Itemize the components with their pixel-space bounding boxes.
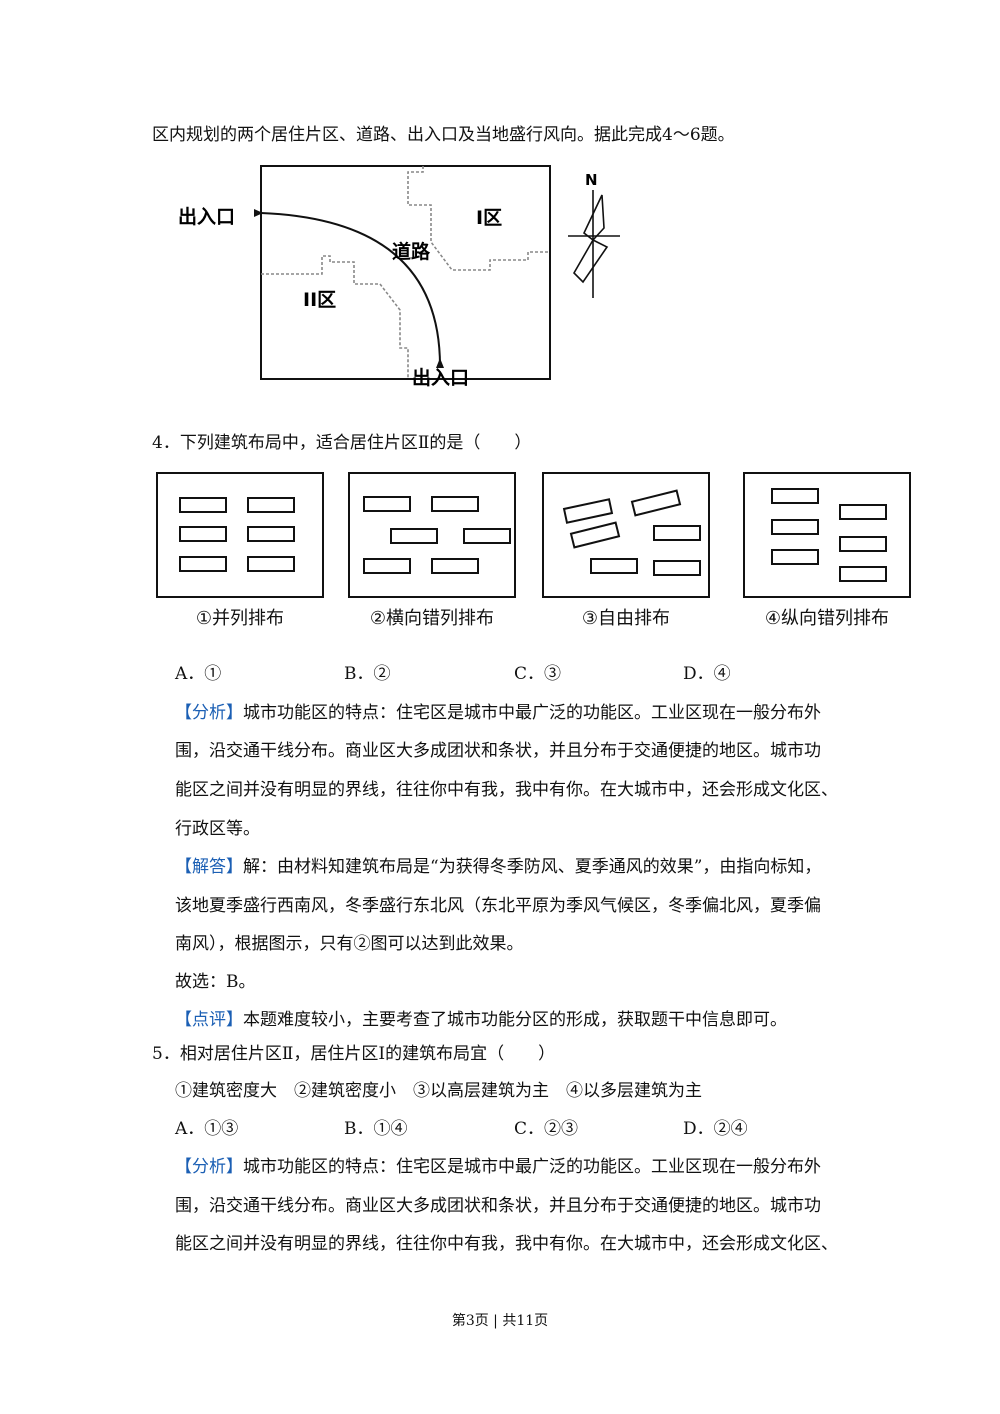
- q5-option-a: A．①③: [175, 1119, 239, 1139]
- zone2-boundary: [261, 255, 409, 379]
- q4-option-b: B．②: [344, 664, 391, 684]
- q5-analysis-line-1: 【分析】城市功能区的特点：住宅区是城市中最广泛的功能区。工业区现在一般分布外: [175, 1157, 821, 1177]
- q5-choices: ①建筑密度大 ②建筑密度小 ③以高层建筑为主 ④以多层建筑为主: [175, 1081, 702, 1101]
- q5-option-d: D．②④: [683, 1119, 748, 1139]
- entrance-left-label: 出入口: [178, 205, 235, 228]
- q5-option-b: B．①④: [344, 1119, 408, 1139]
- page-footer: 第3页 | 共11页: [451, 1313, 549, 1329]
- layout-caption-2: ②横向错列排布: [369, 608, 495, 629]
- road-line: [260, 212, 441, 367]
- analysis-tag: 【分析】: [175, 703, 243, 723]
- analysis-tag: 【分析】: [175, 1157, 243, 1177]
- layout-2-horizontal-staggered: [348, 472, 516, 598]
- q4-analysis-line-1: 【分析】城市功能区的特点：住宅区是城市中最广泛的功能区。工业区现在一般分布外: [175, 703, 821, 723]
- layout-4-vertical-staggered: [743, 472, 911, 598]
- q4-option-c: C．③: [514, 664, 562, 684]
- q5-analysis-line-3: 能区之间并没有明显的界线，往往你中有我，我中有你。在大城市中，还会形成文化区、: [175, 1234, 838, 1254]
- layout-3-free: [542, 472, 710, 598]
- q4-analysis-line-4: 行政区等。: [175, 819, 260, 839]
- q5-analysis-line-2: 围，沿交通干线分布。商业区大多成团状和条状，并且分布于交通便捷的地区。城市功: [175, 1196, 821, 1216]
- north-label: N: [585, 171, 598, 189]
- q4-analysis-line-2: 围，沿交通干线分布。商业区大多成团状和条状，并且分布于交通便捷的地区。城市功: [175, 741, 821, 761]
- q5-option-c: C．②③: [514, 1119, 579, 1139]
- q4-answer-line-2: 该地夏季盛行西南风，冬季盛行东北风（东北平原为季风气候区，冬季偏北风，夏季偏: [175, 896, 821, 916]
- intro-text: 区内规划的两个居住片区、道路、出入口及当地盛行风向。据此完成4～6题。: [152, 125, 735, 145]
- q5-stem: 5．相对居住片区Ⅱ，居住片区Ⅰ的建筑布局宜（ ）: [152, 1044, 556, 1064]
- q4-comment-line: 【点评】本题难度较小，主要考查了城市功能分区的形成，获取题干中信息即可。: [175, 1010, 787, 1030]
- entrance-bottom-label: 出入口: [412, 366, 469, 389]
- layout-1-parallel: [156, 472, 324, 598]
- entrance-left-arrow: [254, 209, 263, 217]
- q4-answer-line-1: 【解答】解：由材料知建筑布局是“为获得冬季防风、夏季通风的效果”，由指向标知，: [175, 857, 822, 877]
- layout-caption-4: ④纵向错列排布: [764, 608, 890, 629]
- q4-stem: 4．下列建筑布局中，适合居住片区Ⅱ的是（ ）: [152, 433, 532, 453]
- q4-option-d: D．④: [683, 664, 731, 684]
- layout-caption-3: ③自由排布: [581, 608, 671, 629]
- comment-tag: 【点评】: [175, 1010, 243, 1030]
- layout-caption-1: ①并列排布: [195, 608, 285, 629]
- q4-analysis-line-3: 能区之间并没有明显的界线，往往你中有我，我中有你。在大城市中，还会形成文化区、: [175, 780, 838, 800]
- q4-option-a: A．①: [175, 664, 222, 684]
- entrance-bottom-arrow: [436, 358, 444, 368]
- q4-answer-line-4: 故选：B。: [175, 972, 256, 992]
- zone2-label: II区: [303, 289, 336, 311]
- residential-zone-map: 出入口 出入口 道路 I区 II区 N: [178, 165, 620, 389]
- zone1-boundary: [407, 166, 550, 271]
- wind-direction-icon: N: [568, 171, 620, 298]
- q4-answer-line-3: 南风），根据图示，只有②图可以达到此效果。: [175, 934, 524, 954]
- building-layout-diagrams: [156, 472, 911, 598]
- zone1-label: I区: [476, 207, 502, 229]
- road-label: 道路: [392, 240, 431, 263]
- answer-tag: 【解答】: [175, 857, 243, 877]
